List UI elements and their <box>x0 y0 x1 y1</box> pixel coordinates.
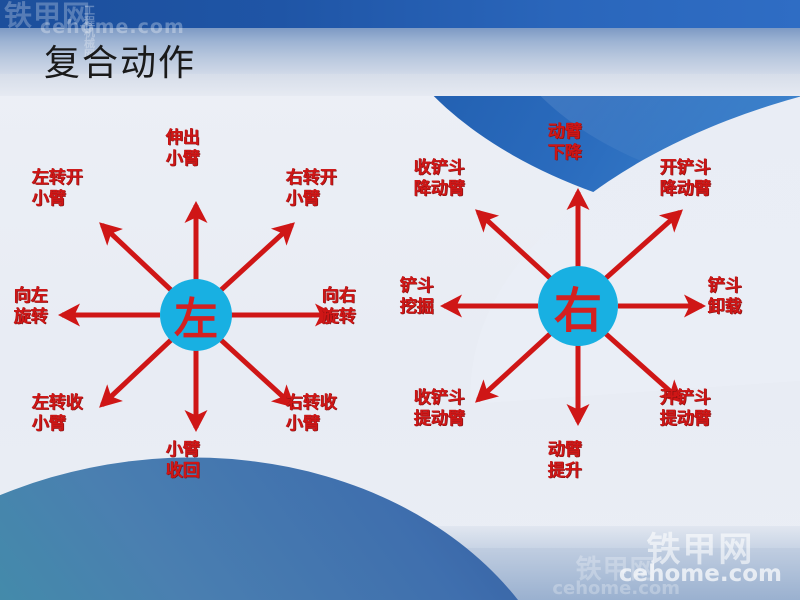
label-right-down: 动臂 提升 <box>548 440 582 482</box>
arrow-up-right <box>604 209 683 280</box>
label-right-up-line1: 动臂 <box>548 122 582 142</box>
label-left-right-line1: 向右 <box>322 286 356 306</box>
label-left-up-right-line1: 右转开 <box>286 168 337 188</box>
label-left-down-right-line2: 小臂 <box>286 414 320 435</box>
label-right-right: 铲斗 卸载 <box>708 276 742 318</box>
label-right-left: 铲斗 挖掘 <box>400 276 434 318</box>
label-left-up-right-line2: 小臂 <box>286 189 320 210</box>
label-left-down-left-line2: 小臂 <box>32 414 66 435</box>
right-joystick-diagram: 右 动臂 下降 收铲斗 降动臂 开铲斗 降动臂 铲斗 挖掘 铲斗 卸载 收铲斗 … <box>390 110 800 510</box>
label-right-up-right: 开铲斗 降动臂 <box>660 158 711 200</box>
label-right-down-right-line1: 开铲斗 <box>660 388 711 408</box>
label-left-up-line1: 伸出 <box>166 128 200 148</box>
label-right-down-line1: 动臂 <box>548 440 582 460</box>
label-left-down-line2: 收回 <box>166 461 200 482</box>
label-right-down-left-line1: 收铲斗 <box>414 388 465 408</box>
label-left-up-left-line1: 左转开 <box>32 168 83 188</box>
right-hub-circle[interactable]: 右 <box>538 266 618 346</box>
label-left-down-line1: 小臂 <box>166 440 200 460</box>
label-left-left-line1: 向左 <box>14 286 48 306</box>
left-joystick-diagram: 左 伸出 小臂 左转开 小臂 右转开 小臂 向左 旋转 向右 旋转 左转收 小臂… <box>0 110 400 510</box>
right-joystick-arrows <box>439 187 707 427</box>
label-right-up-left-line2: 降动臂 <box>414 179 465 200</box>
page-title: 复合动作 <box>44 43 197 84</box>
label-left-up-line2: 小臂 <box>166 149 200 170</box>
label-left-up-right: 右转开 小臂 <box>286 168 337 210</box>
label-left-right: 向右 旋转 <box>322 286 356 328</box>
label-right-left-line2: 挖掘 <box>400 297 434 318</box>
arrow-up-left <box>475 209 552 280</box>
header-fade-band <box>0 74 800 96</box>
label-left-down-left: 左转收 小臂 <box>32 393 83 435</box>
label-left-up: 伸出 小臂 <box>166 128 200 170</box>
label-left-up-left-line2: 小臂 <box>32 189 66 210</box>
label-left-down-left-line1: 左转收 <box>32 393 83 413</box>
right-hub-label: 右 <box>553 283 602 339</box>
label-right-up-right-line2: 降动臂 <box>660 179 711 200</box>
left-hub-circle[interactable]: 左 <box>160 279 232 351</box>
left-joystick-arrows <box>57 200 338 433</box>
label-left-down-right: 右转收 小臂 <box>286 393 337 435</box>
arrow-down-right <box>219 338 295 408</box>
arrow-up-left <box>99 222 173 292</box>
arrow-down-right <box>604 332 683 403</box>
label-left-left: 向左 旋转 <box>14 286 48 328</box>
label-left-down-right-line1: 右转收 <box>286 393 337 413</box>
label-right-left-line1: 铲斗 <box>400 276 434 296</box>
arrow-down-left <box>99 338 173 408</box>
label-right-up-left-line1: 收铲斗 <box>414 158 465 178</box>
label-right-down-right: 开铲斗 提动臂 <box>660 388 711 430</box>
label-right-right-line1: 铲斗 <box>708 276 742 296</box>
header-dark-band <box>0 0 800 30</box>
label-right-up-right-line1: 开铲斗 <box>660 158 711 178</box>
left-hub-label: 左 <box>174 294 218 345</box>
label-right-right-line2: 卸载 <box>708 297 742 318</box>
label-left-right-line2: 旋转 <box>322 307 356 328</box>
label-right-up-line2: 下降 <box>548 143 582 164</box>
arrow-up-right <box>219 222 295 292</box>
label-left-up-left: 左转开 小臂 <box>32 168 83 210</box>
header-gradient-band <box>0 28 800 76</box>
label-right-up-left: 收铲斗 降动臂 <box>414 158 465 200</box>
label-right-down-line2: 提升 <box>548 461 582 482</box>
label-right-up: 动臂 下降 <box>548 122 582 164</box>
label-right-down-left: 收铲斗 提动臂 <box>414 388 465 430</box>
label-left-down: 小臂 收回 <box>166 440 200 482</box>
arrow-down-left <box>475 332 552 403</box>
label-right-down-right-line2: 提动臂 <box>660 409 711 430</box>
label-right-down-left-line2: 提动臂 <box>414 409 465 430</box>
label-left-left-line2: 旋转 <box>14 307 48 328</box>
